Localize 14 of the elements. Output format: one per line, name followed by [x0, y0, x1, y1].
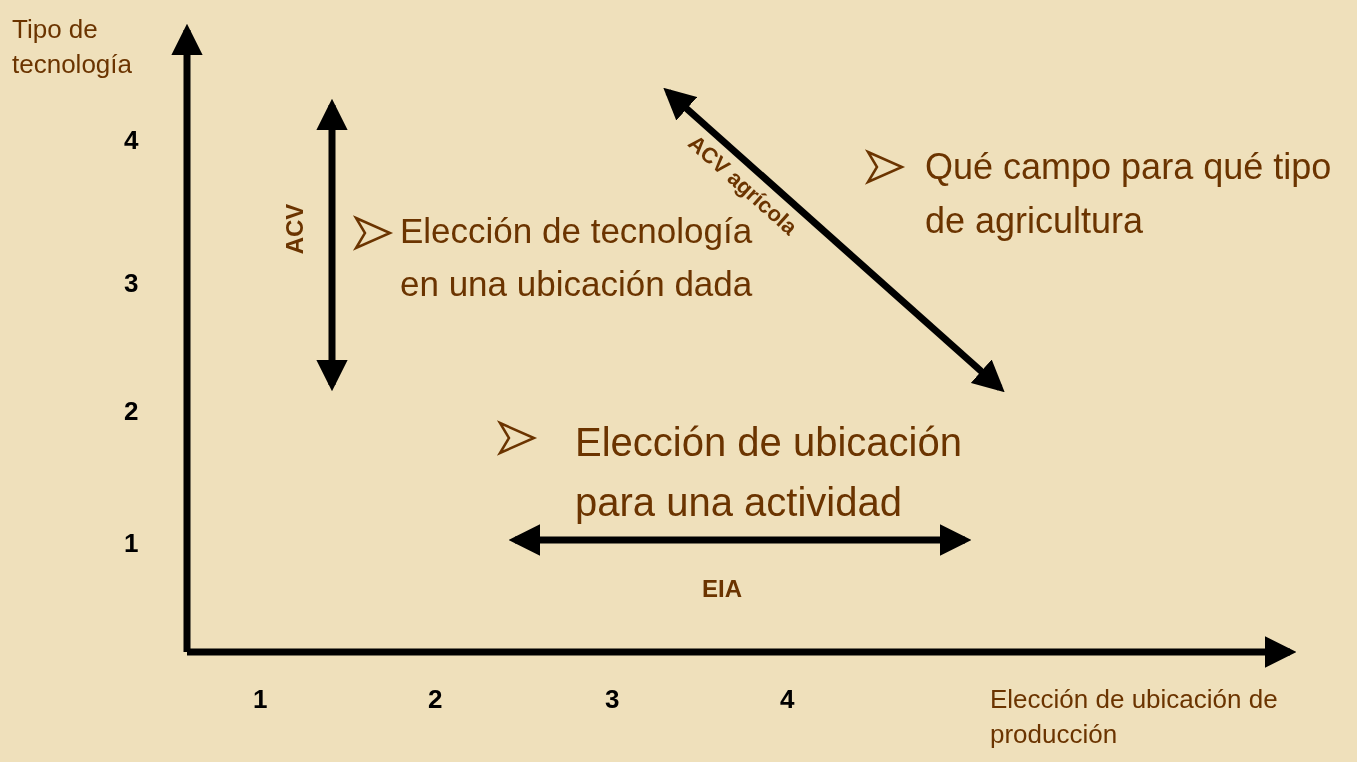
- tick-label: 4: [124, 125, 139, 156]
- tick-label: 4: [780, 684, 795, 715]
- bullet-text: Elección de ubicación para una actividad: [575, 419, 963, 526]
- axis-title: Elección de ubicación de producción: [990, 683, 1279, 752]
- axis-title: Tipo de tecnología: [12, 13, 133, 82]
- tick-label: 3: [124, 268, 139, 299]
- arrow-label: ACV: [281, 203, 310, 255]
- tick-label: 1: [124, 528, 139, 559]
- tick-label: 3: [605, 684, 620, 715]
- arrow-label: EIA: [702, 575, 742, 603]
- tick-label: 1: [253, 684, 268, 715]
- tick-label: 2: [428, 684, 443, 715]
- tick-label: 2: [124, 396, 139, 427]
- bullet-text: Qué campo para qué tipo de agricultura: [925, 145, 1333, 243]
